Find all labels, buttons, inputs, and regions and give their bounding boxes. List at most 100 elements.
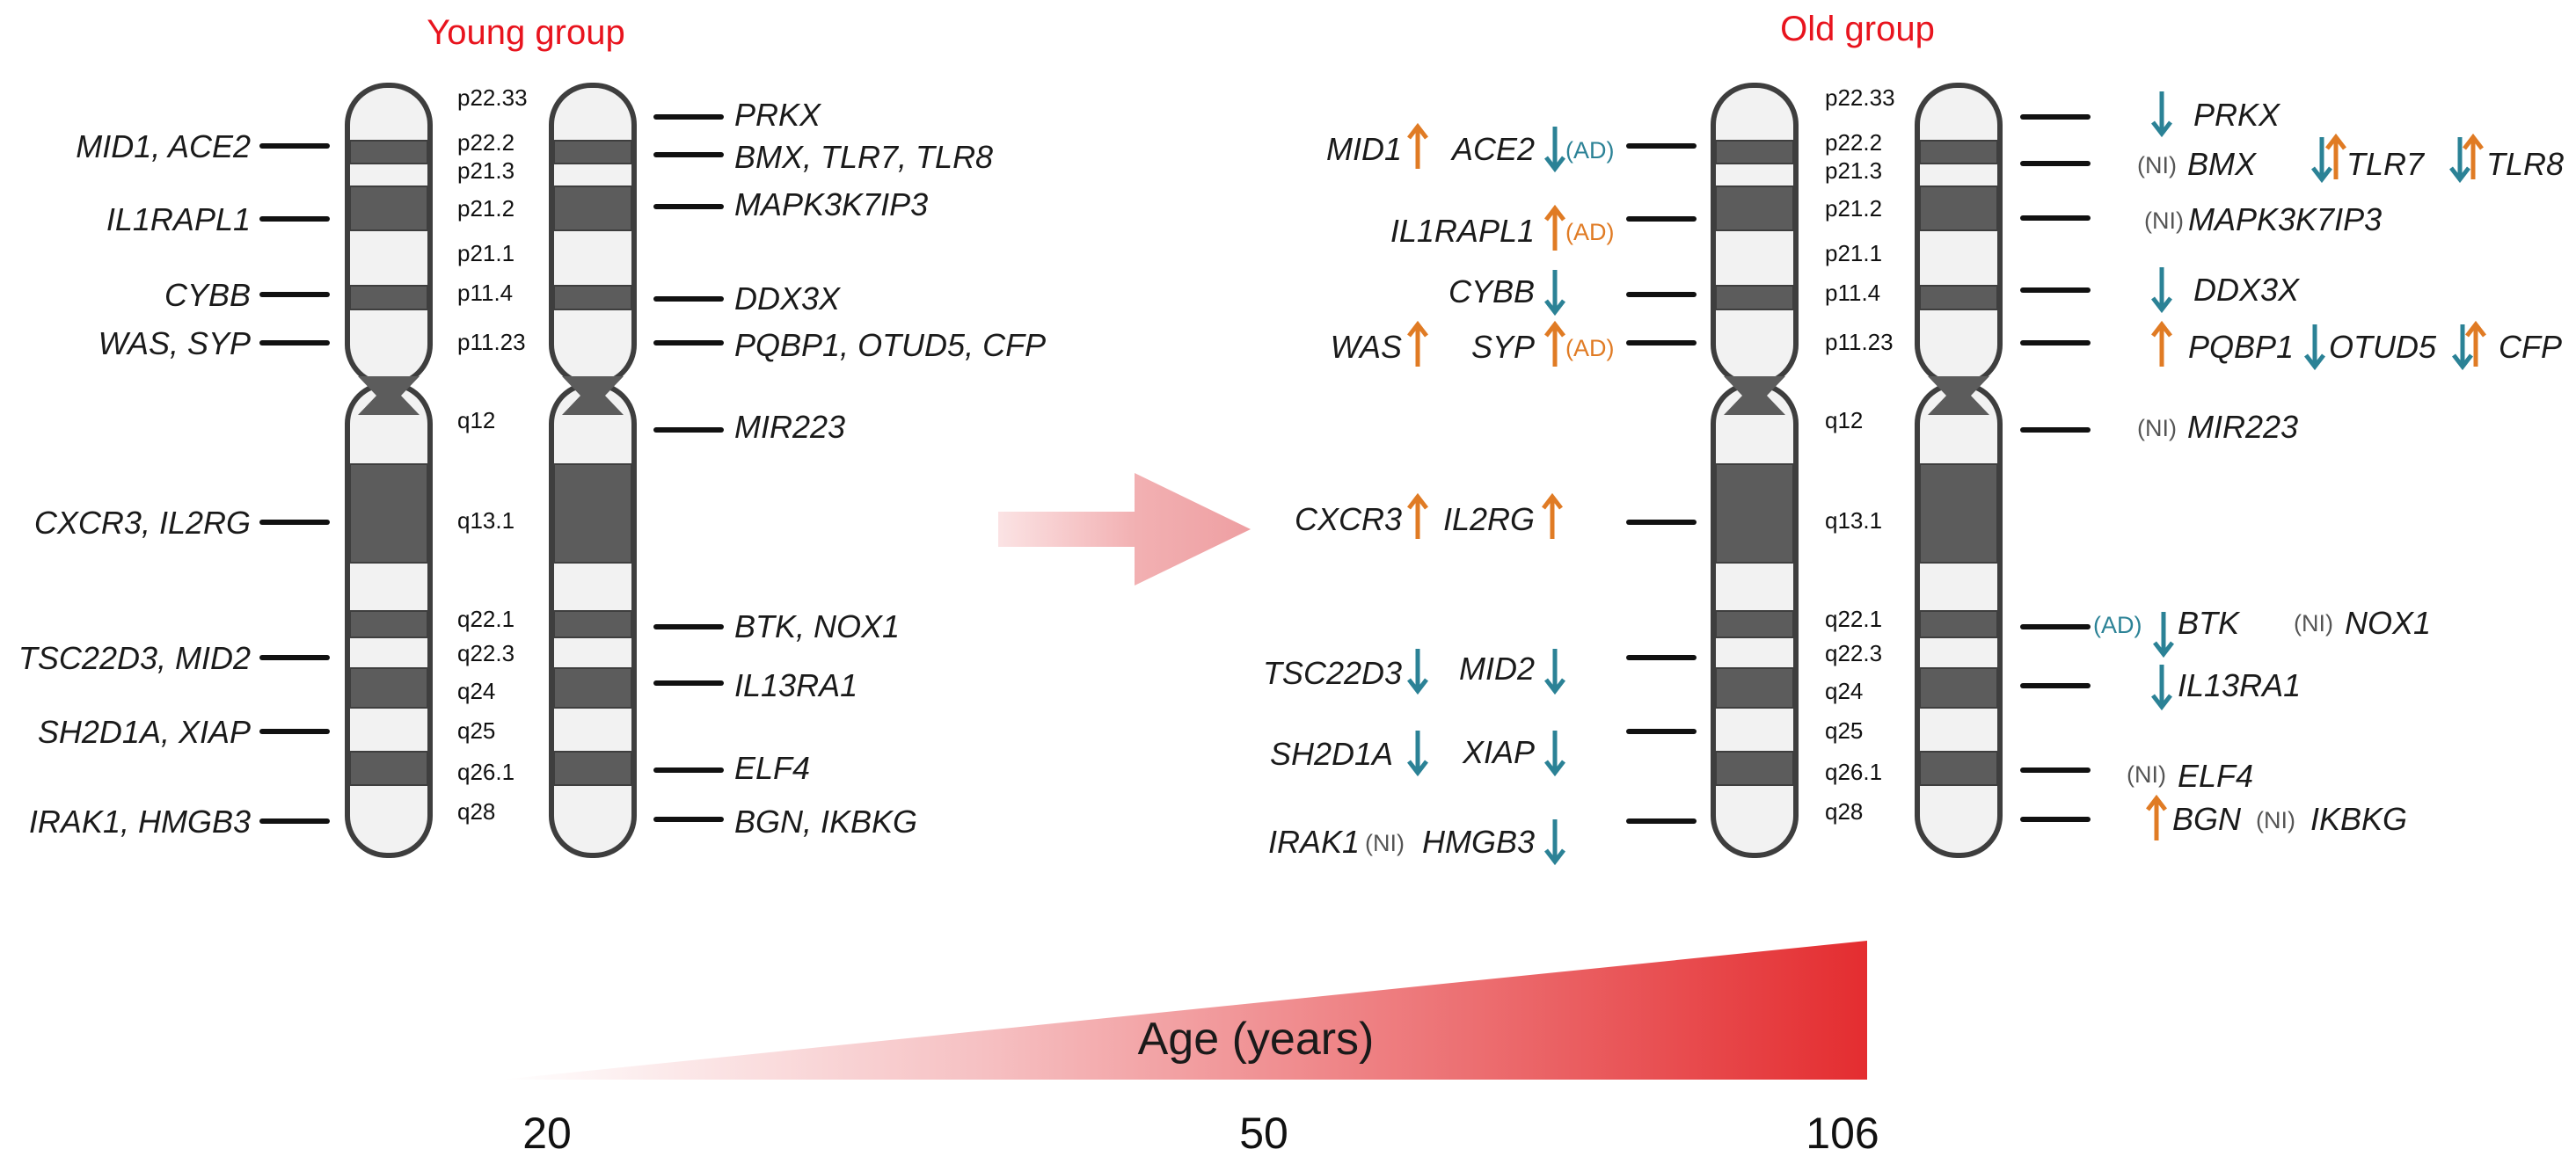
band-label: p22.2 bbox=[1825, 129, 1882, 156]
gene-label: IRAK1, HMGB3 bbox=[29, 804, 251, 840]
band-label: p22.33 bbox=[1825, 84, 1895, 111]
up-arrow-icon bbox=[2151, 320, 2172, 367]
band-label: p21.3 bbox=[457, 157, 514, 184]
gene-label: BGN, IKBKG bbox=[734, 804, 917, 840]
gene-label: CYBB bbox=[164, 277, 251, 313]
dark-band bbox=[553, 610, 632, 638]
young-left-gene-labels: MID1, ACE2 IL1RAPL1 CYBB WAS, SYP CXCR3,… bbox=[18, 128, 251, 840]
annotation-tags: (AD) (AD) (AD) (NI) (NI) (NI) (NI) (AD) … bbox=[1365, 137, 2333, 856]
up-arrow-icon bbox=[1542, 492, 1563, 539]
age-gradient-wedge bbox=[501, 941, 1867, 1080]
gene-label: IL13RA1 bbox=[2178, 667, 2301, 703]
ni-tag: (NI) bbox=[2127, 761, 2166, 788]
gene-label: XIAP bbox=[1462, 734, 1535, 770]
gene-label: IKBKG bbox=[2310, 801, 2407, 837]
dark-band bbox=[553, 667, 632, 709]
old-right-gene-labels: PRKX BMX TLR7 TLR8 MAPK3K7IP3 DDX3X PQBP… bbox=[2172, 97, 2564, 837]
ni-tag: (NI) bbox=[2144, 207, 2184, 234]
gene-label: IL1RAPL1 bbox=[1390, 213, 1535, 249]
down-arrow-icon bbox=[1544, 649, 1565, 695]
age-axis-label: Age (years) bbox=[1138, 1014, 1375, 1065]
dark-band bbox=[349, 610, 428, 638]
chromosome-x-ideogram bbox=[1711, 83, 1799, 858]
band-label: q25 bbox=[1825, 717, 1863, 744]
band-label: q12 bbox=[457, 407, 495, 433]
down-arrow-icon bbox=[2311, 137, 2332, 184]
gene-label: MID1, ACE2 bbox=[76, 128, 251, 164]
down-arrow-icon bbox=[1544, 270, 1565, 316]
gene-label: MIR223 bbox=[734, 409, 845, 445]
band-label: p21.3 bbox=[1825, 157, 1882, 184]
dark-band bbox=[1919, 610, 1998, 638]
gene-label: MIR223 bbox=[2187, 409, 2298, 445]
dark-band bbox=[349, 667, 428, 709]
gene-label: CXCR3 bbox=[1295, 501, 1402, 537]
dark-band bbox=[553, 751, 632, 786]
gene-label: BTK, NOX1 bbox=[734, 608, 900, 644]
down-arrow-icon bbox=[1407, 649, 1428, 695]
band-label: p21.1 bbox=[457, 240, 514, 266]
centromere bbox=[358, 376, 420, 415]
gene-label: IL2RG bbox=[1443, 501, 1535, 537]
band-label: p11.23 bbox=[1825, 329, 1894, 355]
band-label: q26.1 bbox=[457, 759, 514, 785]
age-tick-label: 20 bbox=[522, 1109, 572, 1158]
gene-label: PQBP1 bbox=[2188, 329, 2294, 365]
ad-tag: (AD) bbox=[1565, 335, 1615, 361]
dark-band bbox=[1715, 140, 1794, 164]
chromosome-x-ideogram bbox=[549, 83, 637, 858]
band-label: q13.1 bbox=[457, 507, 514, 534]
p-arm bbox=[549, 83, 637, 387]
gene-label: ACE2 bbox=[1450, 131, 1535, 167]
gene-label: TSC22D3, MID2 bbox=[18, 640, 251, 676]
band-label: q22.1 bbox=[1825, 606, 1882, 632]
dark-band bbox=[1919, 140, 1998, 164]
gene-label: PQBP1, OTUD5, CFP bbox=[734, 327, 1046, 363]
band-label: q25 bbox=[457, 717, 495, 744]
dark-band bbox=[1715, 667, 1794, 709]
ni-tag: (NI) bbox=[2294, 610, 2333, 637]
gene-label: NOX1 bbox=[2345, 605, 2431, 641]
gene-label: MID2 bbox=[1459, 651, 1535, 687]
band-label: p11.4 bbox=[457, 280, 513, 306]
gene-label: IL1RAPL1 bbox=[106, 201, 251, 237]
dark-band bbox=[1715, 751, 1794, 786]
age-axis: Age (years) 20 50 106 bbox=[501, 941, 1879, 1158]
gene-label: WAS, SYP bbox=[99, 325, 251, 361]
gene-label: TSC22D3 bbox=[1263, 655, 1402, 691]
band-label: p22.2 bbox=[457, 129, 514, 156]
dark-band bbox=[1919, 463, 1998, 564]
gene-label: CXCR3, IL2RG bbox=[34, 505, 251, 541]
gene-label: BGN bbox=[2172, 801, 2242, 837]
gene-label: IL13RA1 bbox=[734, 667, 857, 703]
gene-leader-lines bbox=[259, 114, 2091, 824]
gene-label: HMGB3 bbox=[1422, 824, 1535, 860]
ni-tag: (NI) bbox=[2137, 152, 2177, 178]
dark-band bbox=[1715, 610, 1794, 638]
down-arrow-icon bbox=[1544, 819, 1565, 866]
dark-band bbox=[553, 285, 632, 310]
gene-label: TLR8 bbox=[2486, 146, 2564, 182]
dark-band bbox=[553, 186, 632, 231]
up-arrow-icon bbox=[1407, 492, 1428, 539]
down-arrow-icon bbox=[2151, 91, 2172, 138]
dark-band bbox=[349, 285, 428, 310]
chromosome-ideograms bbox=[345, 83, 2003, 858]
band-label: q28 bbox=[457, 798, 495, 825]
band-label: q24 bbox=[1825, 678, 1863, 704]
band-label: q26.1 bbox=[1825, 759, 1882, 785]
p-arm bbox=[1915, 83, 2003, 387]
down-arrow-icon bbox=[2151, 267, 2172, 314]
old-group-title: Old group bbox=[1780, 10, 1935, 48]
chromosome-x-ideogram bbox=[345, 83, 433, 858]
dark-band bbox=[1919, 751, 1998, 786]
gene-label: ELF4 bbox=[734, 750, 810, 786]
band-label: q12 bbox=[1825, 407, 1863, 433]
regulation-arrows bbox=[1407, 91, 2486, 866]
dark-band bbox=[1919, 667, 1998, 709]
up-arrow-icon bbox=[1407, 122, 1428, 169]
dark-band bbox=[1715, 463, 1794, 564]
ad-tag: (AD) bbox=[2093, 612, 2142, 638]
band-label: q24 bbox=[457, 678, 495, 704]
up-arrow-icon bbox=[2325, 133, 2346, 179]
